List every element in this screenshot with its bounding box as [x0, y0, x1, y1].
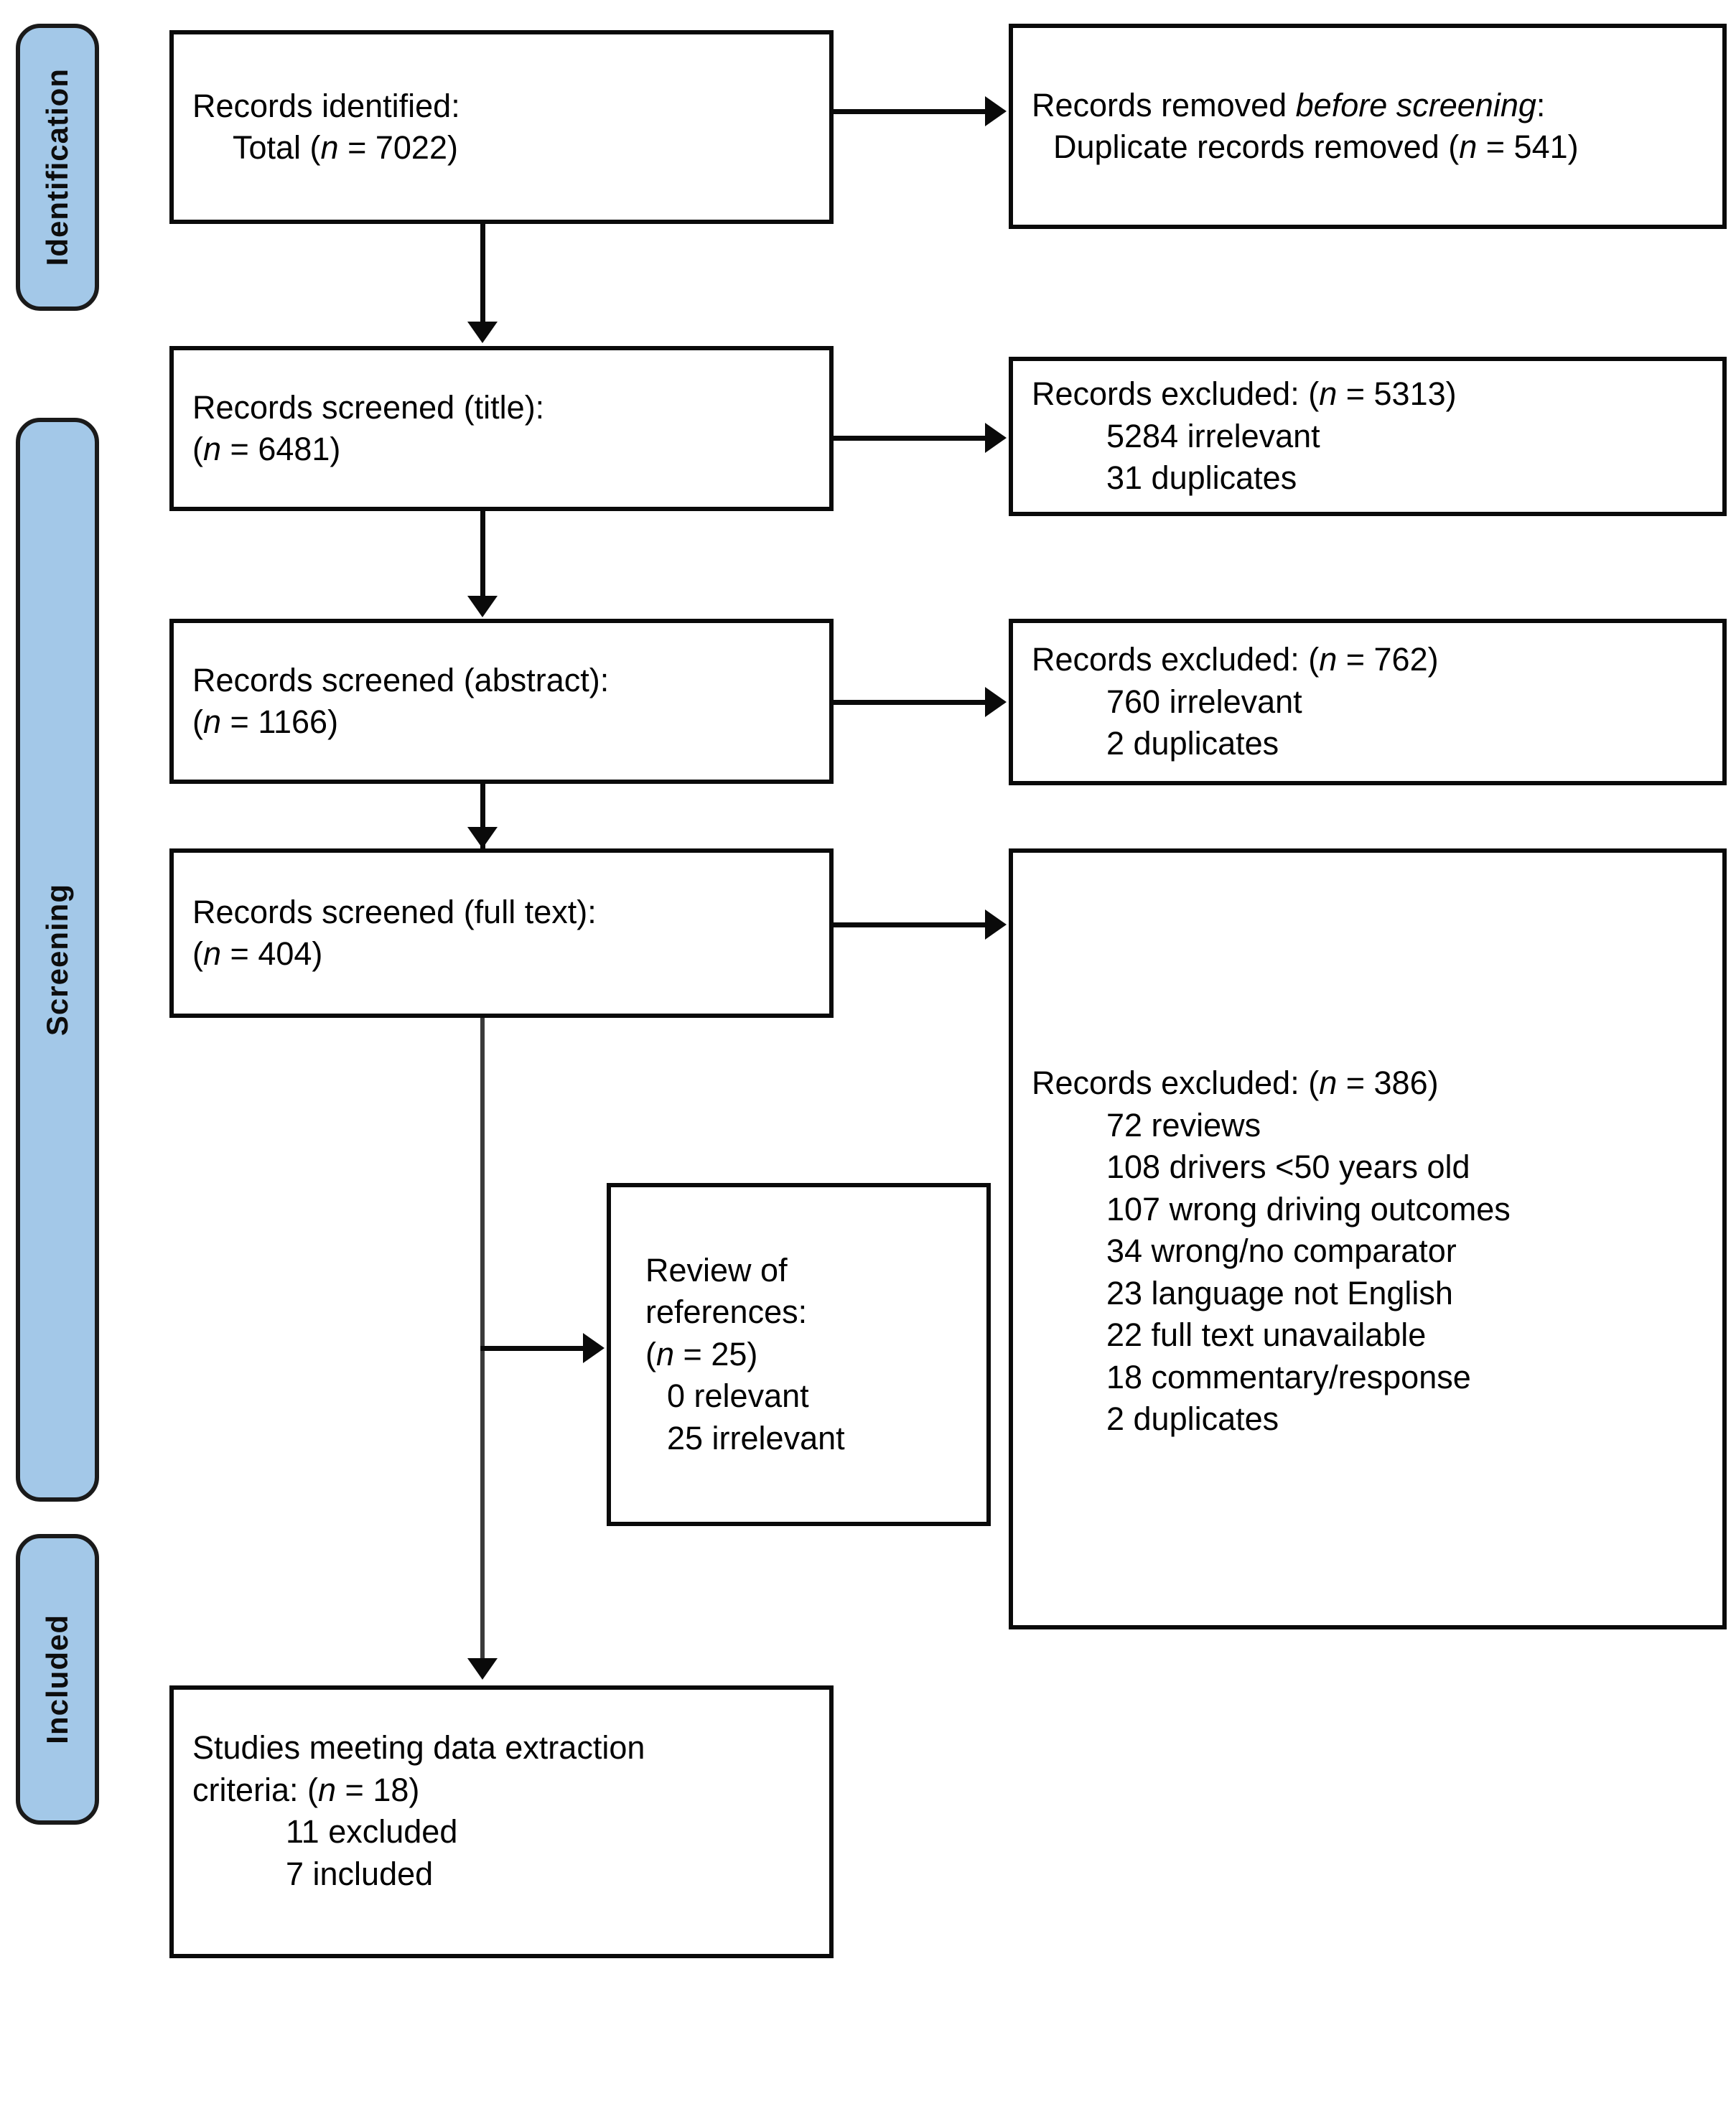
excluded-fulltext-reason: 23 language not English	[1106, 1274, 1453, 1311]
removed-line-2: Duplicate records removed (n = 541)	[1053, 128, 1579, 165]
records-identified-line-2: Total (n = 7022)	[233, 129, 458, 166]
box-records-screened-abstract: Records screened (abstract): (n = 1166)	[169, 619, 834, 784]
arrowhead-abstract-to-fulltext	[467, 827, 498, 848]
included-studies-line-2: criteria: (n = 18)	[192, 1771, 420, 1808]
connector-fulltext-to-excluded	[834, 922, 988, 927]
screened-title-line-2: (n = 6481)	[192, 431, 341, 467]
excluded-abstract-line-2: 760 irrelevant	[1106, 683, 1302, 720]
phase-label-included: Included	[40, 1614, 74, 1744]
review-references-line-1: Review of	[645, 1251, 788, 1288]
box-records-excluded-fulltext: Records excluded: (n = 386) 72 reviews 1…	[1009, 848, 1727, 1629]
excluded-fulltext-reason: 18 commentary/response	[1106, 1358, 1471, 1395]
review-references-line-2: references:	[645, 1294, 808, 1331]
arrowhead-abstract-to-excluded	[985, 687, 1007, 717]
review-references-line-5: 25 irrelevant	[667, 1419, 845, 1456]
connector-identified-to-title-screen	[480, 224, 485, 323]
review-references-line-3: (n = 25)	[645, 1335, 758, 1372]
excluded-title-line-2: 5284 irrelevant	[1106, 417, 1320, 454]
arrowhead-identified-to-title-screen	[467, 322, 498, 343]
connector-abstract-to-fulltext	[480, 784, 485, 850]
phase-label-identification: Identification	[40, 68, 74, 266]
records-identified-line-1: Records identified:	[192, 87, 460, 124]
review-references-line-4: 0 relevant	[667, 1377, 809, 1415]
connector-spine-to-review-of-references	[480, 1346, 588, 1351]
screened-fulltext-line-1: Records screened (full text):	[192, 893, 597, 930]
excluded-fulltext-reason: 22 full text unavailable	[1106, 1316, 1427, 1353]
screened-title-line-1: Records screened (title):	[192, 388, 545, 426]
box-records-identified: Records identified: Total (n = 7022)	[169, 30, 834, 224]
phase-label-screening: Screening	[40, 883, 74, 1037]
connector-identified-to-removed	[834, 109, 988, 114]
connector-abstract-to-excluded	[834, 700, 988, 705]
box-records-screened-fulltext: Records screened (full text): (n = 404)	[169, 848, 834, 1018]
arrowhead-fulltext-to-excluded	[985, 909, 1007, 940]
box-included-studies: Studies meeting data extraction criteria…	[169, 1685, 834, 1958]
excluded-fulltext-reason: 34 wrong/no comparator	[1106, 1232, 1457, 1269]
box-records-screened-title: Records screened (title): (n = 6481)	[169, 346, 834, 511]
connector-title-to-excluded	[834, 436, 988, 441]
excluded-fulltext-reason: 2 duplicates	[1106, 1400, 1279, 1437]
screened-abstract-line-1: Records screened (abstract):	[192, 661, 610, 698]
screened-fulltext-line-2: (n = 404)	[192, 935, 323, 972]
phase-bar-screening: Screening	[16, 418, 99, 1502]
box-records-excluded-abstract: Records excluded: (n = 762) 760 irreleva…	[1009, 619, 1727, 785]
excluded-abstract-line-1: Records excluded: (n = 762)	[1032, 641, 1439, 678]
excluded-fulltext-reason: 72 reviews	[1106, 1106, 1261, 1143]
included-studies-line-1: Studies meeting data extraction	[192, 1729, 645, 1766]
connector-fulltext-to-included	[480, 1018, 485, 1660]
excluded-fulltext-line-1: Records excluded: (n = 386)	[1032, 1065, 1439, 1101]
arrowhead-title-to-abstract	[467, 596, 498, 617]
excluded-fulltext-reason: 108 drivers <50 years old	[1106, 1149, 1470, 1185]
excluded-abstract-line-3: 2 duplicates	[1106, 725, 1279, 762]
included-studies-line-3: 11 excluded	[286, 1813, 458, 1850]
box-records-excluded-title: Records excluded: (n = 5313) 5284 irrele…	[1009, 357, 1727, 516]
removed-line-1: Records removed before screening:	[1032, 86, 1546, 123]
included-studies-line-4: 7 included	[286, 1855, 434, 1892]
phase-bar-identification: Identification	[16, 24, 99, 311]
arrowhead-title-to-excluded	[985, 423, 1007, 453]
box-records-removed-before-screening: Records removed before screening: Duplic…	[1009, 24, 1727, 229]
phase-bar-included: Included	[16, 1534, 99, 1825]
arrowhead-fulltext-to-included	[467, 1658, 498, 1680]
box-review-of-references: Review of references: (n = 25) 0 relevan…	[607, 1183, 991, 1526]
arrowhead-identified-to-removed	[985, 96, 1007, 126]
screened-abstract-line-2: (n = 1166)	[192, 703, 339, 740]
excluded-fulltext-reason: 107 wrong driving outcomes	[1106, 1190, 1511, 1227]
excluded-title-line-1: Records excluded: (n = 5313)	[1032, 375, 1457, 413]
arrowhead-spine-to-review-of-references	[583, 1333, 605, 1363]
excluded-title-line-3: 31 duplicates	[1106, 459, 1297, 497]
connector-title-to-abstract	[480, 511, 485, 597]
